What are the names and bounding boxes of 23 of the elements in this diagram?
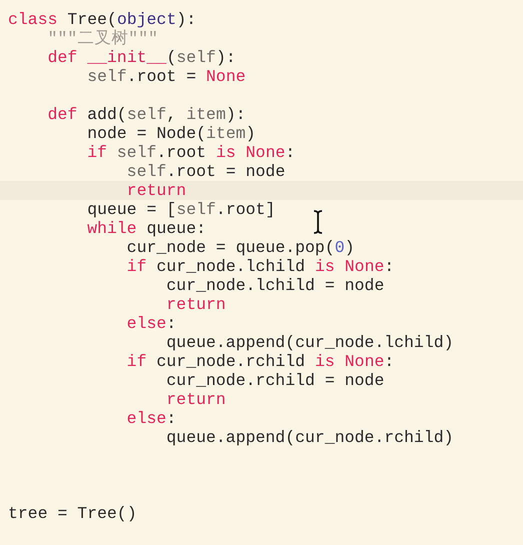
code-line: else: [126,314,176,333]
code-line: class Tree(object): [8,10,196,29]
code-line: node = Node(item) [87,124,256,143]
code-line: return [166,295,226,314]
code-line: if self.root is None: [87,143,296,162]
code-line: return [126,181,186,200]
code-line: queue = [self.root] [87,200,276,219]
code-line: self.root = None [87,67,246,86]
code-line: tree = Tree() [8,504,137,523]
code-line: self.root = node [126,162,286,181]
code-line: cur_node = queue.pop(0) [126,238,355,257]
code-line: return [166,390,226,409]
code-line: queue.append(cur_node.lchild) [166,333,454,352]
code-line: cur_node.lchild = node [166,276,384,295]
code-line: if cur_node.rchild is None: [126,352,394,371]
code-line: cur_node.rchild = node [166,371,384,390]
code-line: def __init__(self): [48,48,236,67]
code-line: if cur_node.lchild is None: [126,257,394,276]
code-line: def add(self, item): [48,105,246,124]
code-line: else: [126,409,176,428]
code-line: queue.append(cur_node.rchild) [166,428,454,447]
code-line: """二叉树""" [48,29,158,48]
code-line: while queue: [87,219,206,238]
